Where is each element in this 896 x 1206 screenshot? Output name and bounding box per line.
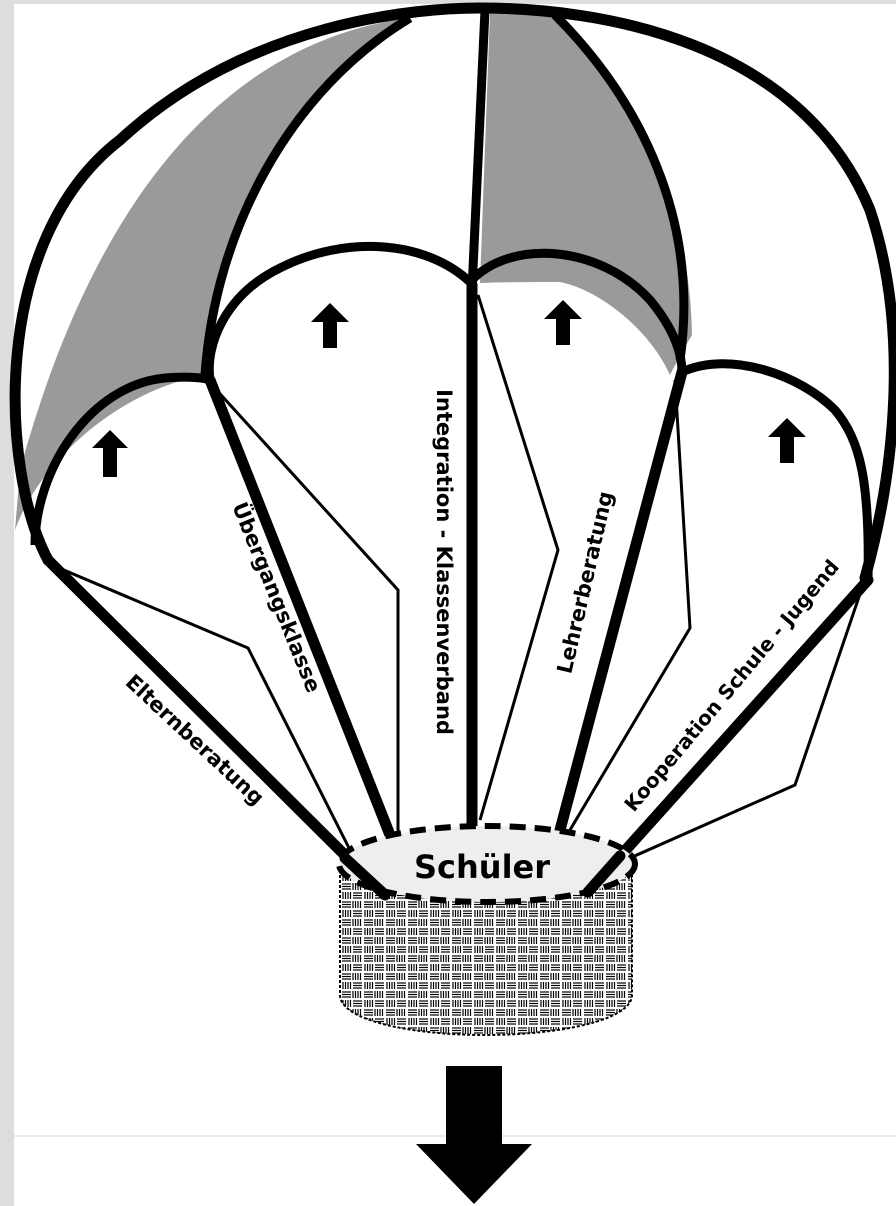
- label-integration: Integration - Klassenverband: [432, 389, 456, 735]
- label-schueler: Schüler: [414, 848, 550, 886]
